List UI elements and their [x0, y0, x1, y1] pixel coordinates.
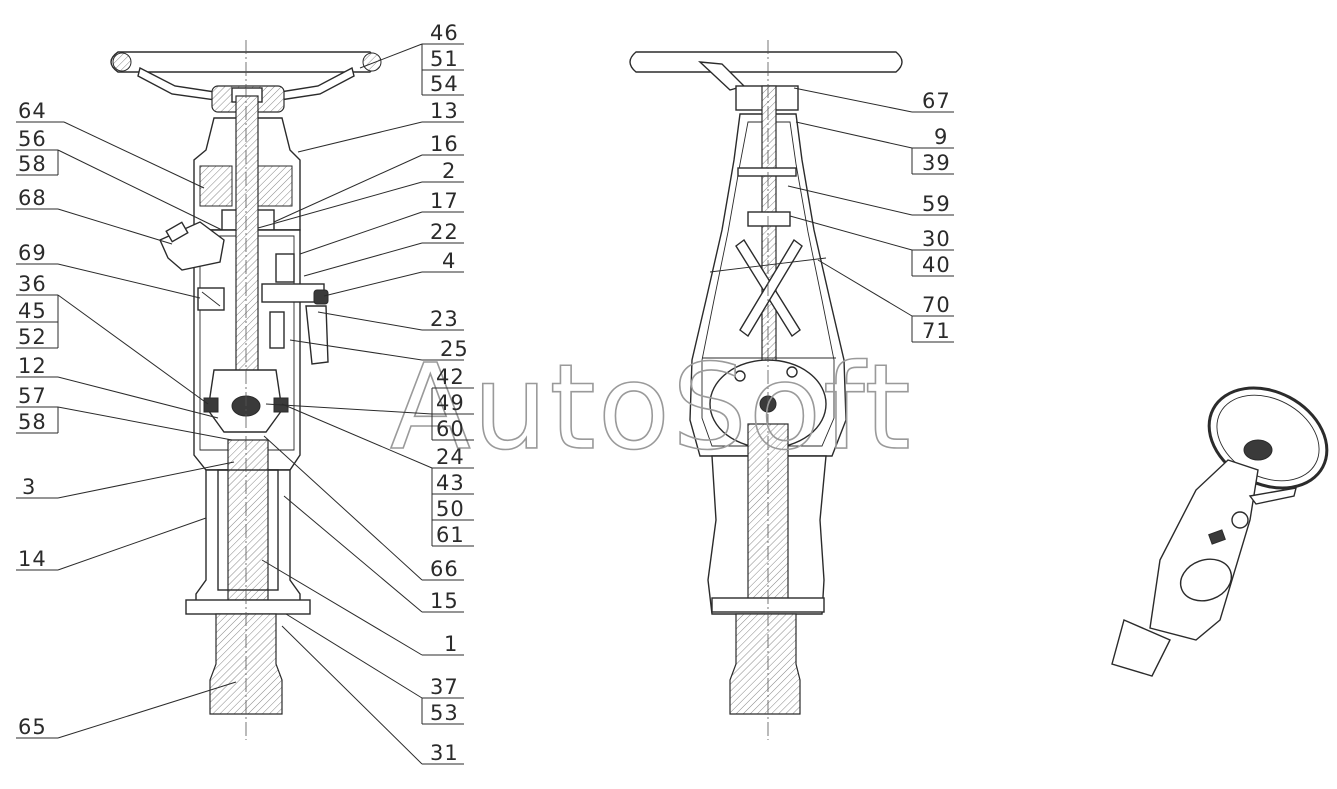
wheel-spoke-left [137, 66, 216, 101]
iso-output [1111, 619, 1171, 677]
watermark-text: AutoSoft [390, 338, 913, 476]
callout-53: 53 [430, 701, 459, 725]
callout-71: 71 [922, 319, 951, 343]
stalk-lever [305, 305, 329, 365]
callout-51: 51 [430, 47, 459, 71]
linkage-mid-2 [739, 238, 803, 338]
leader-lines [16, 43, 474, 765]
left-section-view [110, 40, 382, 740]
steering-shaft [235, 95, 259, 397]
leader-lines-right [787, 87, 954, 343]
callout-50: 50 [436, 497, 465, 521]
callout-23: 23 [430, 307, 459, 331]
callout-57: 57 [18, 384, 47, 408]
callout-43: 43 [436, 471, 465, 495]
callout-70: 70 [922, 293, 951, 317]
isometric-view [1111, 386, 1329, 677]
callout-12: 12 [18, 354, 47, 378]
callout-37: 37 [430, 675, 459, 699]
wheel-rim-mid [629, 51, 903, 73]
callout-58b: 58 [18, 410, 47, 434]
callout-60: 60 [436, 417, 465, 441]
middle-section-view [629, 40, 903, 740]
tube-inner-wall [199, 235, 295, 451]
iso-swivel [1179, 558, 1233, 602]
iso-column [1149, 459, 1259, 641]
callout-61: 61 [436, 523, 465, 547]
lower-shaft [227, 439, 269, 601]
rim-grip-right [362, 52, 382, 72]
callout-14: 14 [18, 547, 47, 571]
steering-wheel-rim [110, 51, 377, 73]
ignition-key [165, 221, 189, 243]
lower-sleeve [217, 469, 279, 591]
bearing-upper-left [199, 165, 233, 207]
callout-labels-left: 46 51 54 64 13 56 58 16 2 68 17 22 69 4 … [18, 21, 469, 765]
callout-1: 1 [444, 632, 458, 656]
callout-13: 13 [430, 99, 459, 123]
callout-65: 65 [18, 715, 47, 739]
output-shaft-mid [729, 613, 801, 715]
callout-59: 59 [922, 192, 951, 216]
callout-66: 66 [430, 557, 459, 581]
iso-connector [1208, 529, 1226, 545]
flange-plate [185, 599, 311, 615]
callout-52: 52 [18, 325, 47, 349]
swivel-hole-2 [786, 366, 798, 378]
callout-2: 2 [442, 159, 456, 183]
callout-30: 30 [922, 227, 951, 251]
callout-4: 4 [442, 249, 456, 273]
callout-17: 17 [430, 189, 459, 213]
callout-39: 39 [922, 151, 951, 175]
callout-15: 15 [430, 589, 459, 613]
callout-54: 54 [430, 72, 459, 96]
callout-42: 42 [436, 365, 465, 389]
callout-24: 24 [436, 445, 465, 469]
spacer-mid [737, 167, 797, 177]
callout-67: 67 [922, 89, 951, 113]
callout-31: 31 [430, 741, 459, 765]
callout-25: 25 [440, 337, 469, 361]
callout-3: 3 [22, 475, 36, 499]
collar-mid [747, 211, 791, 227]
callout-22: 22 [430, 220, 459, 244]
callout-36: 36 [18, 272, 47, 296]
iso-stalk [1248, 487, 1297, 505]
callout-46: 46 [430, 21, 459, 45]
callout-68: 68 [18, 186, 47, 210]
bearing-upper-right [257, 165, 293, 207]
callout-58a: 58 [18, 152, 47, 176]
callout-16: 16 [430, 132, 459, 156]
stalk-bracket [275, 253, 295, 283]
iso-hub [1243, 439, 1273, 461]
callout-49: 49 [436, 391, 465, 415]
callout-labels-right: 67 9 39 59 30 40 70 71 [922, 89, 951, 343]
callout-45: 45 [18, 299, 47, 323]
wheel-spoke-right [279, 66, 355, 101]
housing-inner [701, 121, 835, 447]
callout-9: 9 [934, 125, 948, 149]
callout-69: 69 [18, 241, 47, 265]
callout-40: 40 [922, 253, 951, 277]
iso-switch [1231, 511, 1249, 529]
joint-bolt-left [203, 397, 219, 413]
callout-56: 56 [18, 127, 47, 151]
stalk-spring [269, 311, 285, 349]
connector-pin [201, 291, 221, 307]
rim-grip-left [112, 52, 132, 72]
swivel-hole-1 [734, 370, 746, 382]
callout-64: 64 [18, 99, 47, 123]
stalk-knob [313, 289, 329, 305]
